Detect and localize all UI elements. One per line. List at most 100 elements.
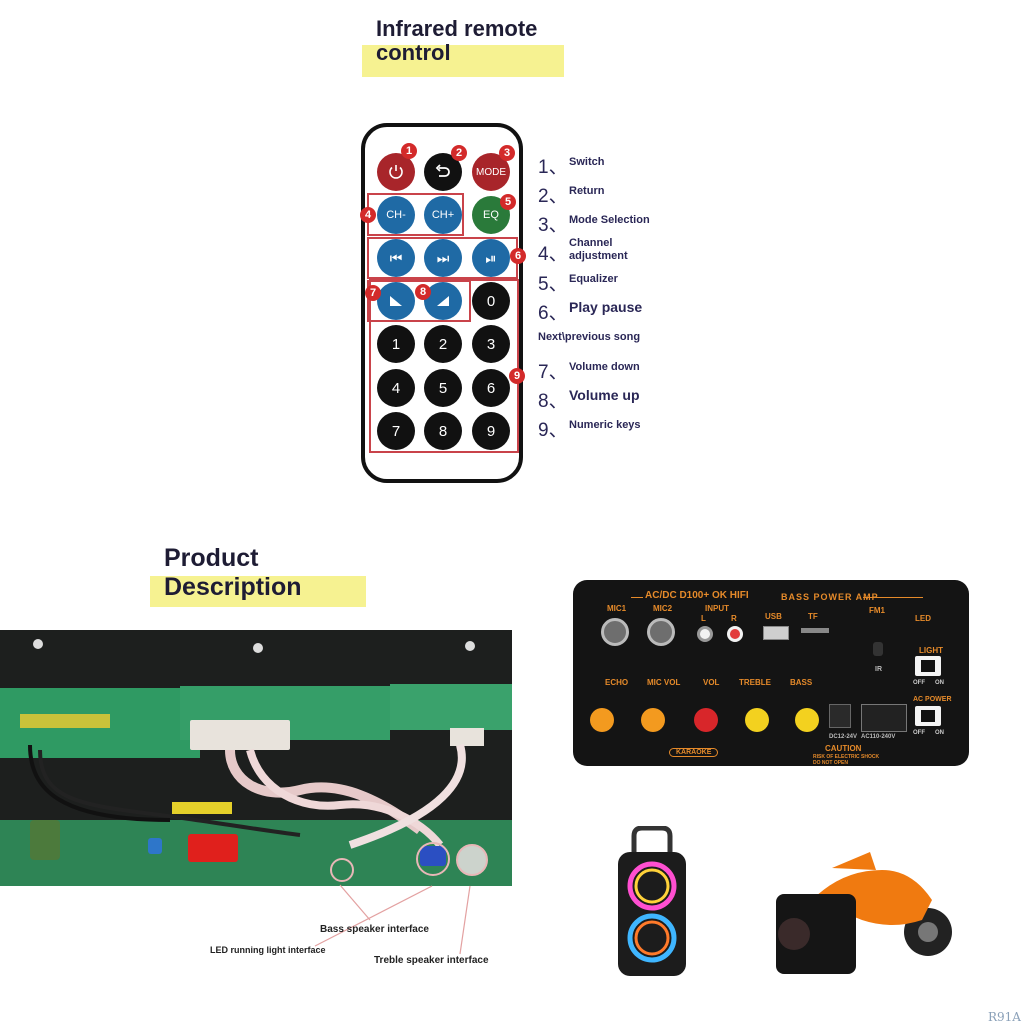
- legend-text: Equalizer: [569, 273, 618, 285]
- legend-text: Switch: [569, 156, 605, 168]
- legend-number: 9、: [538, 420, 568, 441]
- vol-knob[interactable]: [694, 708, 718, 732]
- next-button[interactable]: ⏭: [424, 239, 462, 277]
- eq-button[interactable]: EQ: [472, 196, 510, 234]
- amp-model: BASS POWER AMP: [781, 592, 879, 602]
- input-r-label: R: [731, 614, 737, 623]
- amp-brand: AC/DC D100+ OK HIFI: [645, 590, 749, 601]
- marker: 8: [415, 284, 431, 300]
- product-title-line1: Product: [164, 544, 259, 572]
- ac-on-label: ON: [935, 730, 944, 736]
- light-off-label: OFF: [913, 680, 925, 686]
- marker: 9: [509, 368, 525, 384]
- ac-label: AC110-240V: [861, 734, 896, 740]
- digit-button[interactable]: 5: [424, 369, 462, 407]
- legend-number: 6、: [538, 303, 568, 324]
- legend-text: Volume down: [569, 361, 640, 373]
- digit-button[interactable]: 8: [424, 412, 462, 450]
- numeric-box: [369, 279, 519, 453]
- portable-speaker-image: [618, 826, 686, 976]
- legend-number: 3、: [538, 215, 568, 236]
- usb-label: USB: [765, 612, 782, 621]
- treble-knob[interactable]: [745, 708, 769, 732]
- caption-pointers: [314, 884, 471, 955]
- legend-text: Mode Selection: [569, 214, 650, 226]
- digit-button[interactable]: 7: [377, 412, 415, 450]
- return-icon: [435, 164, 450, 177]
- light-on-label: ON: [935, 680, 944, 686]
- bass-knob[interactable]: [795, 708, 819, 732]
- marker: 4: [360, 207, 376, 223]
- mic2-label: MIC2: [653, 604, 673, 613]
- motorcycle-image: [776, 852, 952, 974]
- legend-text: Channel adjustment: [569, 237, 628, 262]
- title-highlight: [362, 45, 564, 77]
- digit-button[interactable]: 9: [472, 412, 510, 450]
- marker: 3: [499, 145, 515, 161]
- volume-box: [367, 280, 471, 322]
- marker: 2: [451, 145, 467, 161]
- title-highlight: [150, 576, 366, 607]
- mic1-label: MIC1: [607, 604, 627, 613]
- legend-text: Volume up: [569, 387, 640, 403]
- amplifier-board-photo: [0, 630, 512, 886]
- bass-interface-caption: Bass speaker interface: [320, 924, 429, 935]
- volume-down-icon: [390, 296, 402, 306]
- power-button[interactable]: [377, 153, 415, 191]
- ac-off-label: OFF: [913, 730, 925, 736]
- tf-slot[interactable]: [801, 628, 829, 633]
- mic-vol-knob[interactable]: [641, 708, 665, 732]
- dc-jack[interactable]: [829, 704, 851, 728]
- digit-button[interactable]: 1: [377, 325, 415, 363]
- rca-right[interactable]: [727, 626, 743, 642]
- light-label: LIGHT: [919, 646, 943, 655]
- rca-left[interactable]: [697, 626, 713, 642]
- channel-up-button[interactable]: CH+: [424, 196, 462, 234]
- volume-down-button[interactable]: [377, 282, 415, 320]
- usb-port[interactable]: [763, 626, 789, 640]
- ac-inlet[interactable]: [861, 704, 907, 732]
- digit-0-button[interactable]: 0: [472, 282, 510, 320]
- caution-label: CAUTION: [825, 744, 862, 753]
- legend-text: Numeric keys: [569, 419, 641, 431]
- digit-button[interactable]: 3: [472, 325, 510, 363]
- digit-button[interactable]: 2: [424, 325, 462, 363]
- knob-label-vol: VOL: [703, 678, 720, 687]
- input-label: INPUT: [705, 604, 729, 613]
- knob-label-echo: ECHO: [605, 678, 629, 687]
- marker: 5: [500, 194, 516, 210]
- power-icon: [389, 165, 403, 179]
- play-pause-button[interactable]: ⏯: [472, 239, 510, 277]
- watermark: R91A: [988, 1010, 1021, 1024]
- echo-knob[interactable]: [590, 708, 614, 732]
- mic2-jack[interactable]: [647, 618, 675, 646]
- mic1-jack[interactable]: [601, 618, 629, 646]
- remote-title-line2: control: [376, 40, 451, 65]
- legend-number: 8、: [538, 391, 568, 412]
- led-interface-caption: LED running light interface: [210, 945, 326, 955]
- previous-button[interactable]: ⏮: [377, 239, 415, 277]
- fm-label: FM1: [869, 606, 885, 615]
- led-label: LED: [915, 614, 931, 623]
- digit-button[interactable]: 6: [472, 369, 510, 407]
- legend-number: 4、: [538, 244, 568, 265]
- light-switch[interactable]: [915, 656, 941, 676]
- digit-button[interactable]: 4: [377, 369, 415, 407]
- knob-label-mic-vol: MIC VOL: [647, 678, 681, 687]
- channel-down-button[interactable]: CH-: [377, 196, 415, 234]
- product-title-line2: Description: [164, 573, 302, 601]
- ir-sensor: [873, 642, 883, 656]
- tf-label: TF: [808, 612, 818, 621]
- ac-power-switch[interactable]: [915, 706, 941, 726]
- ir-label: IR: [875, 666, 882, 673]
- legend-number: 1、: [538, 157, 568, 178]
- marker: 1: [401, 143, 417, 159]
- marker: 7: [365, 285, 381, 301]
- volume-up-icon: [437, 296, 449, 306]
- legend-text: Next\previous song: [538, 331, 641, 343]
- karaoke-label: KARAOKE: [669, 748, 719, 757]
- legend-number: 5、: [538, 274, 568, 295]
- caution-text: RISK OF ELECTRIC SHOCK DO NOT OPEN: [813, 754, 880, 766]
- marker: 6: [510, 248, 526, 264]
- remote-title-line1: Infrared remote: [376, 16, 538, 41]
